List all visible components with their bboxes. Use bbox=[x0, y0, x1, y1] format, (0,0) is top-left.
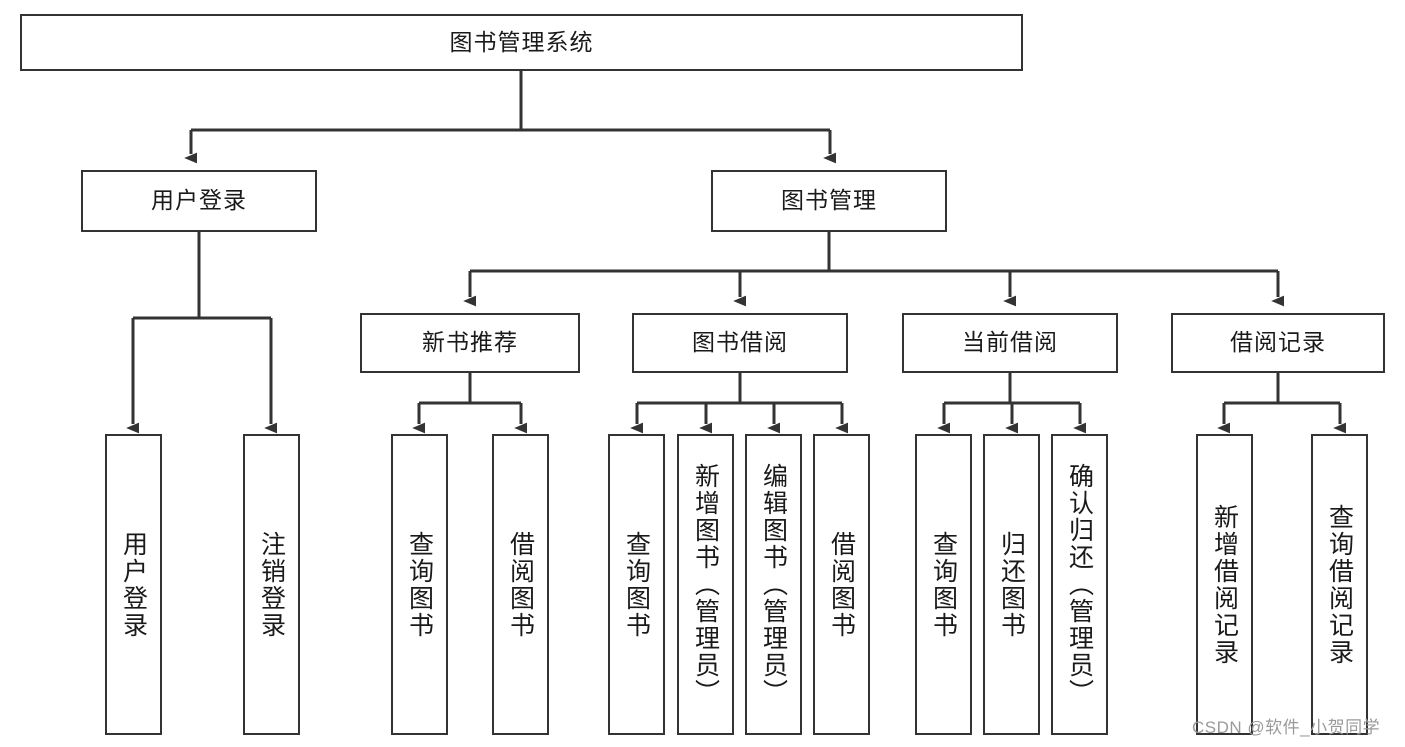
watermark-text: CSDN @软件_小贺同学 bbox=[1192, 718, 1381, 737]
node-leaf-user-login[interactable]: 用户登录 bbox=[105, 434, 162, 735]
node-label: 查询图书 bbox=[405, 530, 434, 639]
node-label: 用户登录 bbox=[119, 530, 148, 639]
node-leaf-add-record[interactable]: 新增借阅记录 bbox=[1196, 434, 1253, 735]
node-label: 借阅图书 bbox=[506, 530, 535, 639]
node-label: 当前借阅 bbox=[962, 329, 1058, 356]
node-leaf-query-book-2[interactable]: 查询图书 bbox=[608, 434, 665, 735]
node-book-management[interactable]: 图书管理 bbox=[711, 170, 947, 232]
node-current-borrow[interactable]: 当前借阅 bbox=[902, 313, 1118, 373]
node-leaf-return-book[interactable]: 归还图书 bbox=[983, 434, 1040, 735]
node-label: 新书推荐 bbox=[422, 329, 518, 356]
node-book-management-system[interactable]: 图书管理系统 bbox=[20, 14, 1023, 71]
node-leaf-borrow-book-2[interactable]: 借阅图书 bbox=[813, 434, 870, 735]
node-user-login[interactable]: 用户登录 bbox=[81, 170, 317, 232]
node-label: 查询借阅记录 bbox=[1325, 503, 1354, 666]
node-label: 归还图书 bbox=[997, 530, 1026, 639]
node-label: 新增图书（管理员） bbox=[691, 463, 720, 706]
node-label: 图书管理系统 bbox=[449, 28, 594, 55]
node-borrow-record[interactable]: 借阅记录 bbox=[1171, 313, 1385, 373]
node-label: 图书借阅 bbox=[692, 329, 788, 356]
node-leaf-query-book-1[interactable]: 查询图书 bbox=[391, 434, 448, 735]
node-label: 借阅记录 bbox=[1230, 329, 1326, 356]
node-leaf-query-book-3[interactable]: 查询图书 bbox=[915, 434, 972, 735]
node-leaf-borrow-book-1[interactable]: 借阅图书 bbox=[492, 434, 549, 735]
node-label: 确认归还（管理员） bbox=[1065, 463, 1094, 706]
node-leaf-query-record[interactable]: 查询借阅记录 bbox=[1311, 434, 1368, 735]
node-label: 查询图书 bbox=[622, 530, 651, 639]
node-label: 编辑图书（管理员） bbox=[759, 463, 788, 706]
node-label: 图书管理 bbox=[781, 187, 877, 214]
node-leaf-add-book[interactable]: 新增图书（管理员） bbox=[677, 434, 734, 735]
node-label: 查询图书 bbox=[929, 530, 958, 639]
node-leaf-confirm-return[interactable]: 确认归还（管理员） bbox=[1051, 434, 1108, 735]
node-label: 新增借阅记录 bbox=[1210, 503, 1239, 666]
node-label: 注销登录 bbox=[257, 530, 286, 639]
node-leaf-edit-book[interactable]: 编辑图书（管理员） bbox=[745, 434, 802, 735]
node-book-borrow[interactable]: 图书借阅 bbox=[632, 313, 848, 373]
node-leaf-user-logout[interactable]: 注销登录 bbox=[243, 434, 300, 735]
node-label: 借阅图书 bbox=[827, 530, 856, 639]
node-new-book-recommend[interactable]: 新书推荐 bbox=[360, 313, 580, 373]
node-label: 用户登录 bbox=[151, 187, 247, 214]
